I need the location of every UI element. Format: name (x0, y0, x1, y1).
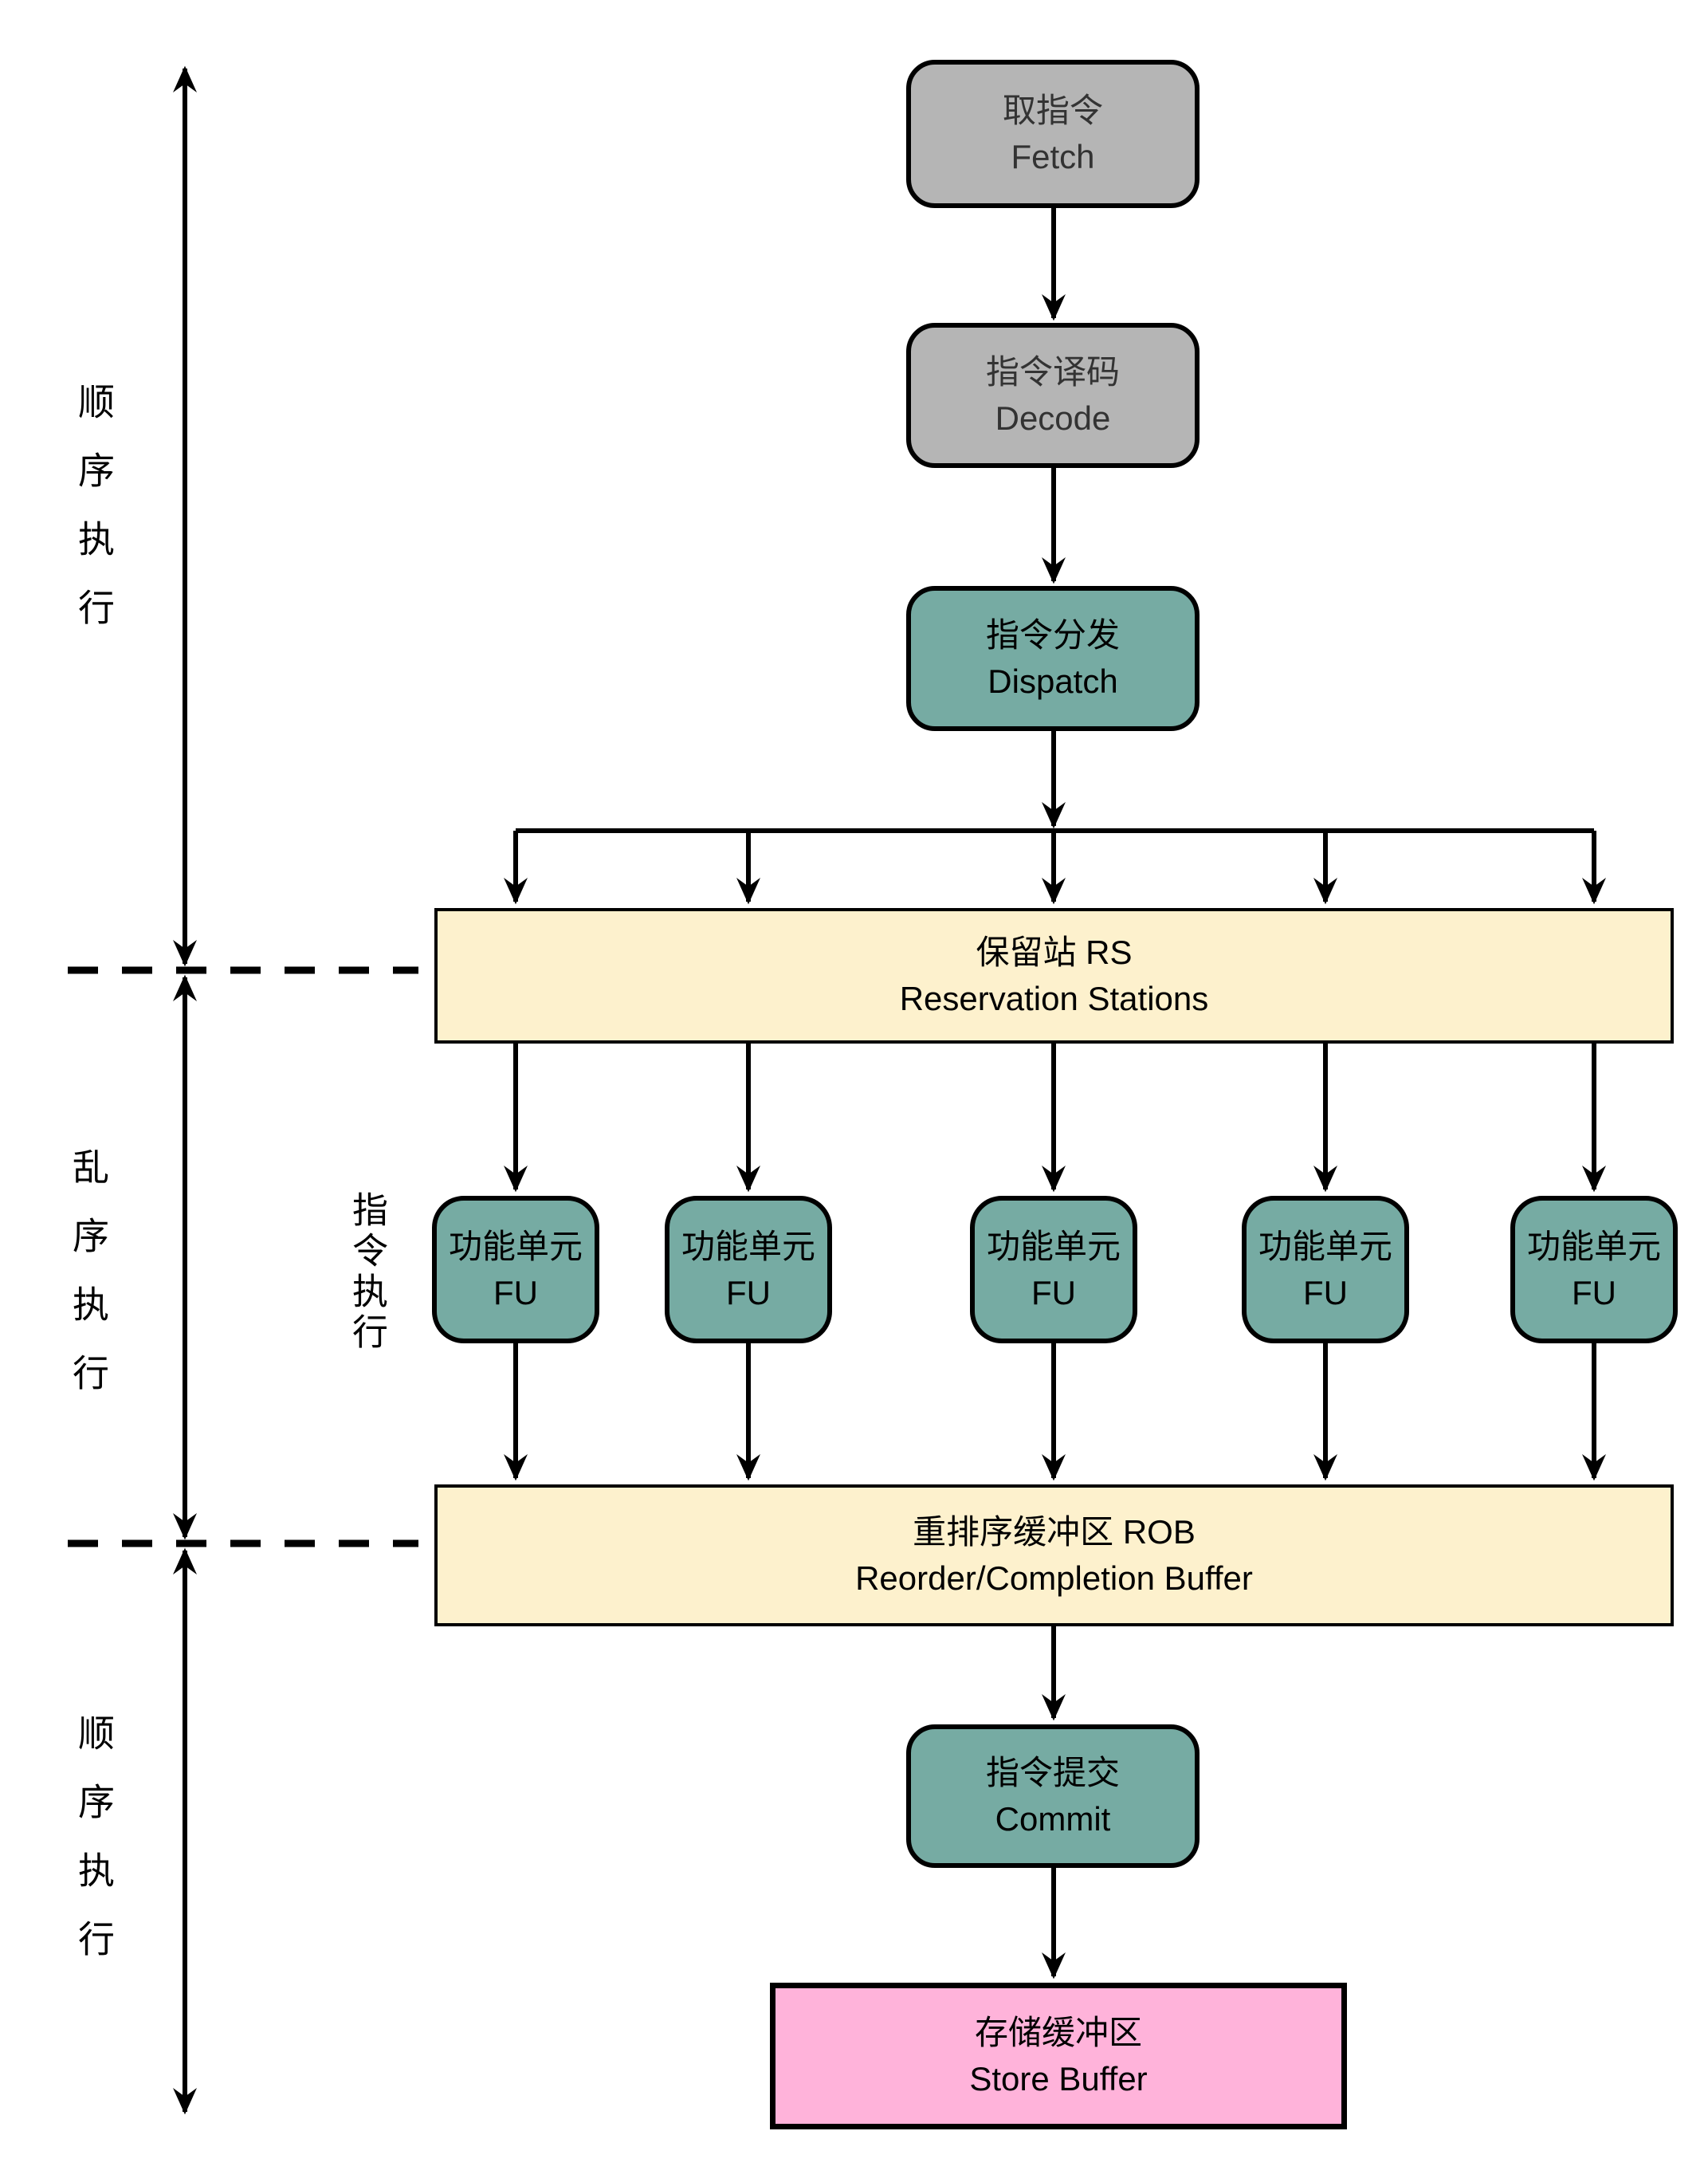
commit-box: 指令提交 Commit (906, 1724, 1200, 1868)
functional-unit-box-5: 功能单元 FU (1510, 1196, 1678, 1343)
store-buffer-label-zh: 存储缓冲区 (974, 2014, 1142, 2051)
commit-label-en: Commit (995, 1800, 1111, 1838)
store-buffer-label-en: Store Buffer (969, 2060, 1148, 2097)
section-label-in-order-bottom: 顺序执行 (73, 1714, 115, 1988)
functional-unit-box-1: 功能单元 FU (432, 1196, 599, 1343)
fu-label-zh: 功能单元 (1258, 1227, 1392, 1265)
fu-label-zh: 功能单元 (448, 1227, 583, 1265)
decode-box: 指令译码 Decode (906, 323, 1200, 468)
decode-label-zh: 指令译码 (985, 353, 1120, 391)
fetch-label-zh: 取指令 (1002, 92, 1103, 129)
fu-label-en: FU (1303, 1273, 1348, 1311)
reservation-stations-box: 保留站 RS Reservation Stations (434, 908, 1674, 1044)
fu-label-en: FU (1031, 1273, 1076, 1311)
fu-label-zh: 功能单元 (986, 1227, 1121, 1265)
decode-label-en: Decode (995, 399, 1111, 437)
dispatch-label-en: Dispatch (987, 662, 1118, 700)
label-instruction-execution: 指令执行 (347, 1191, 387, 1354)
fu-label-en: FU (726, 1273, 771, 1311)
rob-label-en: Reorder/Completion Buffer (855, 1559, 1253, 1597)
rob-label-zh: 重排序缓冲区 ROB (913, 1513, 1196, 1551)
fu-label-zh: 功能单元 (681, 1227, 815, 1265)
functional-unit-box-4: 功能单元 FU (1242, 1196, 1409, 1343)
fu-label-en: FU (1572, 1273, 1616, 1311)
rs-label-zh: 保留站 RS (976, 934, 1133, 971)
dispatch-label-zh: 指令分发 (985, 616, 1120, 654)
store-buffer-box: 存储缓冲区 Store Buffer (770, 1983, 1347, 2129)
section-label-out-of-order: 乱序执行 (68, 1148, 109, 1422)
rs-label-en: Reservation Stations (899, 980, 1209, 1017)
fu-label-zh: 功能单元 (1526, 1227, 1661, 1265)
functional-unit-box-2: 功能单元 FU (665, 1196, 832, 1343)
commit-label-zh: 指令提交 (985, 1754, 1120, 1791)
section-label-in-order-top: 顺序执行 (73, 383, 115, 657)
functional-unit-box-3: 功能单元 FU (970, 1196, 1137, 1343)
fu-label-en: FU (493, 1273, 538, 1311)
reorder-buffer-box: 重排序缓冲区 ROB Reorder/Completion Buffer (434, 1484, 1674, 1626)
dispatch-box: 指令分发 Dispatch (906, 586, 1200, 731)
fetch-box: 取指令 Fetch (906, 60, 1200, 208)
fetch-label-en: Fetch (1011, 138, 1095, 175)
